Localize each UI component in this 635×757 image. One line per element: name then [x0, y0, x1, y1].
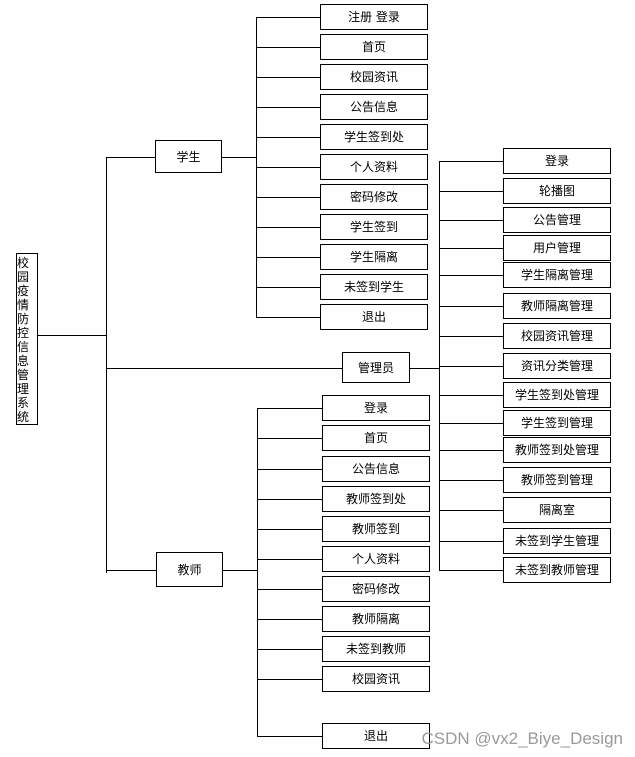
item-connector-teacher: [257, 736, 322, 737]
item-connector-teacher: [257, 408, 322, 409]
item-connector-teacher: [257, 529, 322, 530]
item-box-student: 密码修改: [320, 184, 428, 210]
group-connector-admin: [106, 368, 342, 369]
item-connector-student: [256, 167, 320, 168]
item-box-admin: 用户管理: [503, 235, 611, 261]
item-box-student: 注册 登录: [320, 4, 428, 30]
item-connector-student: [256, 77, 320, 78]
item-box-student: 公告信息: [320, 94, 428, 120]
item-connector-admin: [439, 450, 503, 451]
item-connector-teacher: [257, 499, 322, 500]
root-connector: [38, 335, 106, 336]
item-box-teacher: 未签到教师: [322, 636, 430, 662]
group-connector-teacher: [106, 570, 156, 571]
item-box-student: 未签到学生: [320, 274, 428, 300]
item-box-student: 首页: [320, 34, 428, 60]
main-trunk-line: [106, 157, 107, 573]
bus-connector-student: [222, 157, 256, 158]
item-connector-admin: [439, 366, 503, 367]
item-connector-student: [256, 107, 320, 108]
item-box-teacher: 公告信息: [322, 456, 430, 482]
item-connector-student: [256, 47, 320, 48]
item-connector-admin: [439, 220, 503, 221]
item-connector-student: [256, 137, 320, 138]
item-connector-admin: [439, 275, 503, 276]
item-box-teacher: 教师签到: [322, 516, 430, 542]
item-connector-student: [256, 317, 320, 318]
item-connector-admin: [439, 510, 503, 511]
item-box-teacher: 教师隔离: [322, 606, 430, 632]
item-connector-teacher: [257, 589, 322, 590]
item-connector-teacher: [257, 559, 322, 560]
item-box-student: 学生隔离: [320, 244, 428, 270]
item-box-admin: 教师签到管理: [503, 467, 611, 493]
item-connector-student: [256, 257, 320, 258]
item-connector-admin: [439, 248, 503, 249]
item-box-teacher: 教师签到处: [322, 486, 430, 512]
item-box-student: 个人资料: [320, 154, 428, 180]
group-box-teacher: 教师: [156, 552, 223, 587]
item-box-admin: 学生隔离管理: [503, 262, 611, 288]
item-connector-teacher: [257, 649, 322, 650]
item-connector-teacher: [257, 438, 322, 439]
item-box-admin: 隔离室: [503, 497, 611, 523]
item-box-teacher: 退出: [322, 723, 430, 749]
item-connector-student: [256, 197, 320, 198]
item-box-teacher: 密码修改: [322, 576, 430, 602]
csdn-watermark: CSDN @vx2_Biye_Design: [421, 729, 623, 748]
item-connector-student: [256, 227, 320, 228]
item-connector-teacher: [257, 679, 322, 680]
item-box-student: 退出: [320, 304, 428, 330]
item-box-admin: 未签到学生管理: [503, 528, 611, 554]
item-connector-admin: [439, 161, 503, 162]
bus-connector-admin: [410, 368, 439, 369]
bus-line-teacher: [257, 408, 258, 736]
item-box-admin: 教师签到处管理: [503, 437, 611, 463]
item-box-teacher: 登录: [322, 395, 430, 421]
item-connector-teacher: [257, 619, 322, 620]
item-box-student: 学生签到: [320, 214, 428, 240]
item-box-teacher: 校园资讯: [322, 666, 430, 692]
item-box-student: 学生签到处: [320, 124, 428, 150]
item-connector-admin: [439, 541, 503, 542]
item-box-student: 校园资讯: [320, 64, 428, 90]
item-connector-student: [256, 287, 320, 288]
item-connector-student: [256, 17, 320, 18]
bus-connector-teacher: [223, 570, 257, 571]
item-box-admin: 公告管理: [503, 207, 611, 233]
item-connector-teacher: [257, 469, 322, 470]
bus-line-admin: [439, 161, 440, 570]
item-box-admin: 轮播图: [503, 178, 611, 204]
item-connector-admin: [439, 423, 503, 424]
group-box-admin: 管理员: [342, 352, 410, 383]
item-connector-admin: [439, 395, 503, 396]
item-box-admin: 教师隔离管理: [503, 293, 611, 319]
root-system-box: 校园疫情防控信息管理系统: [16, 253, 38, 425]
item-box-admin: 学生签到管理: [503, 410, 611, 436]
item-box-teacher: 个人资料: [322, 546, 430, 572]
item-box-admin: 登录: [503, 148, 611, 174]
item-connector-admin: [439, 570, 503, 571]
item-connector-admin: [439, 306, 503, 307]
item-box-admin: 校园资讯管理: [503, 323, 611, 349]
item-connector-admin: [439, 336, 503, 337]
item-connector-admin: [439, 191, 503, 192]
item-box-admin: 资讯分类管理: [503, 353, 611, 379]
item-box-admin: 学生签到处管理: [503, 382, 611, 408]
group-connector-student: [106, 157, 155, 158]
item-connector-admin: [439, 480, 503, 481]
item-box-teacher: 首页: [322, 425, 430, 451]
group-box-student: 学生: [155, 140, 222, 173]
item-box-admin: 未签到教师管理: [503, 557, 611, 583]
